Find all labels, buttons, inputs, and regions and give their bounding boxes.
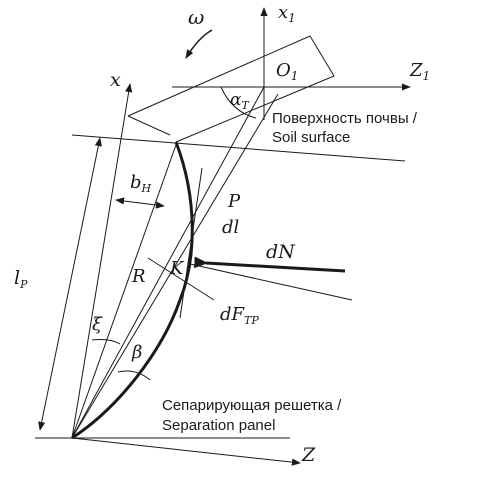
z-axis-line	[71, 437, 301, 466]
lp-dimension	[38, 137, 102, 431]
bh-label: bH	[130, 172, 152, 195]
lp-label: lP	[14, 267, 28, 291]
alpha-angle-arc	[220, 86, 257, 119]
dftr-label: dFTP	[220, 304, 259, 327]
o1-label: O1	[276, 60, 298, 83]
xi-angle-arc	[91, 339, 121, 345]
soil-caption-ru: Поверхность почвы /	[272, 110, 418, 127]
panel-caption-en: Separation panel	[162, 417, 275, 434]
bh-dimension	[115, 197, 165, 209]
rotation-arrow	[185, 29, 213, 59]
ray-to-o1	[71, 86, 265, 439]
plate-body	[127, 35, 335, 143]
r-label: R	[131, 266, 146, 287]
dn-label: dN	[266, 241, 296, 263]
beta-angle-arc	[117, 370, 151, 381]
k-label: K	[169, 258, 185, 279]
x-label: x	[110, 69, 121, 91]
dn-force-arrow	[194, 256, 346, 273]
x1-label: x1	[278, 2, 296, 25]
soil-surface-line	[71, 134, 406, 162]
k-right-line	[189, 263, 353, 301]
z1-label: Z1	[409, 60, 430, 83]
panel-caption-ru: Сепарирующая решетка /	[162, 397, 342, 414]
ray-to-k	[71, 93, 279, 439]
omega-label: ω	[188, 5, 204, 29]
dl-label: dl	[222, 217, 240, 238]
alpha-label: αТ	[230, 90, 250, 112]
separation-panel-curve	[71, 141, 194, 440]
p-label: P	[227, 191, 241, 212]
beta-label: β	[131, 342, 142, 363]
soil-caption-en: Soil surface	[272, 129, 350, 146]
xi-label: ξ	[92, 314, 103, 335]
z-label: Z	[301, 444, 316, 466]
plate-lower-edge	[127, 115, 171, 136]
normal-line	[147, 257, 215, 301]
